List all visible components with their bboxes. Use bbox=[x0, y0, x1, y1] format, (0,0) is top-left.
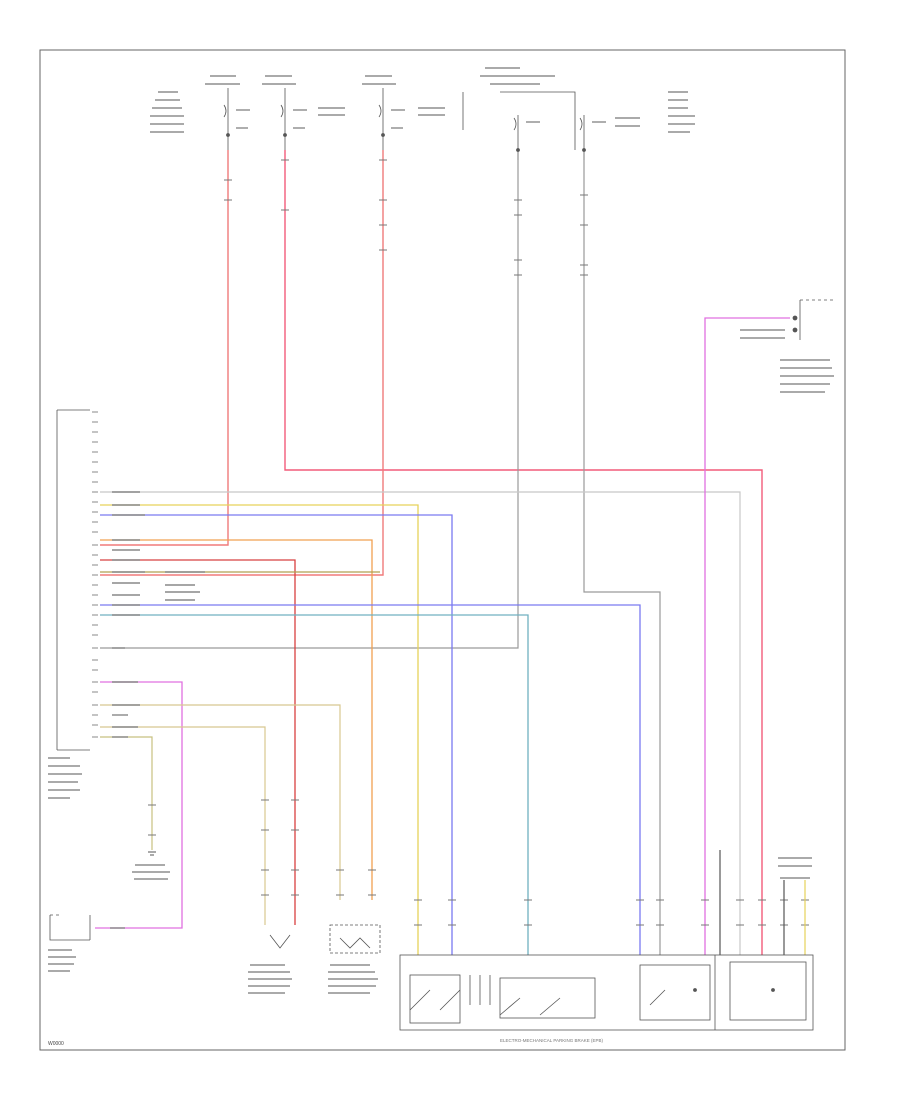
fuse-label-marks bbox=[150, 67, 695, 133]
bottom-caption: ELECTRO-MECHANICAL PARKING BRAKE (EPB) bbox=[500, 1038, 604, 1043]
wire-break-marks bbox=[148, 159, 809, 926]
wire-teal-1 bbox=[100, 614, 529, 955]
wire-red-1 bbox=[100, 150, 229, 546]
wire-tan-2 bbox=[100, 726, 266, 925]
wire-yellow-1 bbox=[100, 504, 419, 955]
wire-stubs-right bbox=[719, 850, 806, 955]
footer-code: W0000 bbox=[48, 1041, 64, 1047]
connector-pin-ticks bbox=[92, 411, 98, 738]
wire-red-3 bbox=[100, 150, 384, 576]
left-bottom-component bbox=[49, 914, 91, 941]
wire-light-gray-1 bbox=[100, 491, 741, 955]
epb-control-unit bbox=[399, 954, 814, 1031]
component-label-marks bbox=[48, 329, 834, 994]
right-rear-motor bbox=[329, 924, 381, 954]
wire-dark-red-1 bbox=[100, 559, 296, 925]
diagram-border bbox=[39, 49, 846, 1051]
wire-label-marks bbox=[110, 491, 205, 929]
left-rear-motor bbox=[269, 934, 291, 949]
wire-tan-3 bbox=[100, 736, 153, 850]
fuse-block-top bbox=[223, 88, 586, 160]
wire-magenta-1 bbox=[95, 681, 183, 929]
wire-orange-1 bbox=[100, 539, 373, 900]
wire-blue-1 bbox=[100, 514, 453, 955]
wire-gray-1 bbox=[100, 160, 519, 649]
wire-tan-1 bbox=[100, 704, 341, 900]
wire-red-2 bbox=[284, 150, 763, 955]
epb-switch bbox=[792, 299, 835, 340]
wire-blue-2 bbox=[100, 604, 641, 955]
control-module-connector bbox=[56, 409, 90, 751]
wire-gray-2 bbox=[583, 160, 661, 955]
wire-magenta-2 bbox=[704, 317, 790, 955]
ground-symbol bbox=[148, 851, 810, 879]
